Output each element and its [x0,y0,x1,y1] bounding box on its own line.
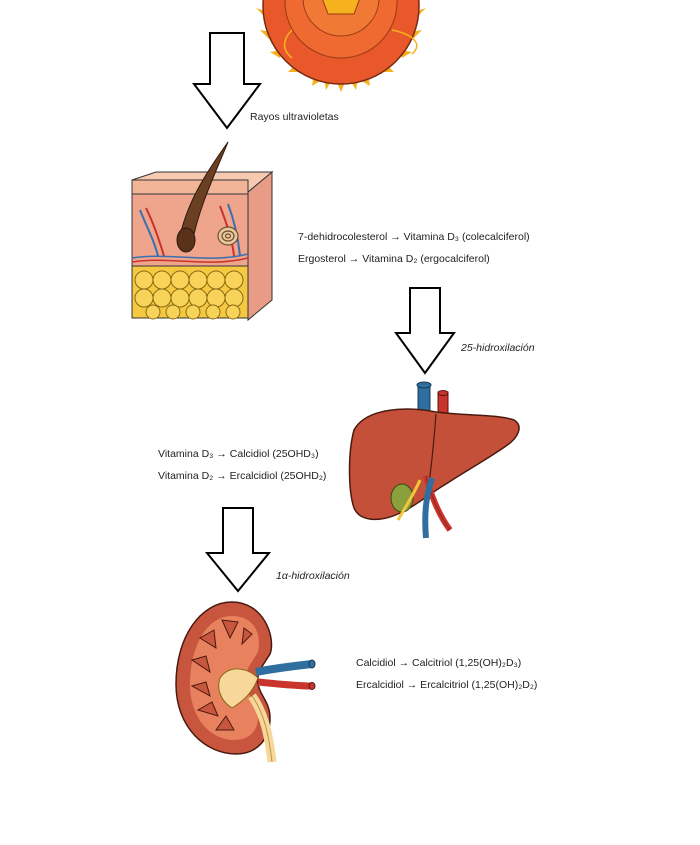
arrow-down-icon [394,287,456,375]
liver-reaction-1: Vitamina D₃ → Calcidiol (25OHD₃) [158,448,319,460]
arrow-down-icon [205,507,271,593]
arrow-down-icon [192,32,262,130]
kidney-reaction-1: Calcidiol → Calcitriol (1,25(OH)₂D₃) [356,657,522,669]
liver-icon [346,380,524,544]
step-1-alpha-hydroxylation: 1α-hidroxilación [276,570,350,582]
skin-reaction-1: 7-dehidrocolesterol → Vitamina D₃ (colec… [298,231,530,243]
skin-icon [128,140,276,322]
kidney-reaction-2: Ercalcidiol → Ercalcitriol (1,25(OH)₂D₂) [356,679,538,691]
liver-reaction-2: Vitamina D₂ → Ercalcidiol (25OHD₂) [158,470,327,482]
uv-label: Rayos ultravioletas [250,111,339,123]
kidney-icon [172,598,322,764]
step-25-hydroxylation: 25-hidroxilación [461,342,535,354]
sun-icon [252,0,430,92]
skin-reaction-2: Ergosterol → Vitamina D₂ (ergocalciferol… [298,253,490,265]
